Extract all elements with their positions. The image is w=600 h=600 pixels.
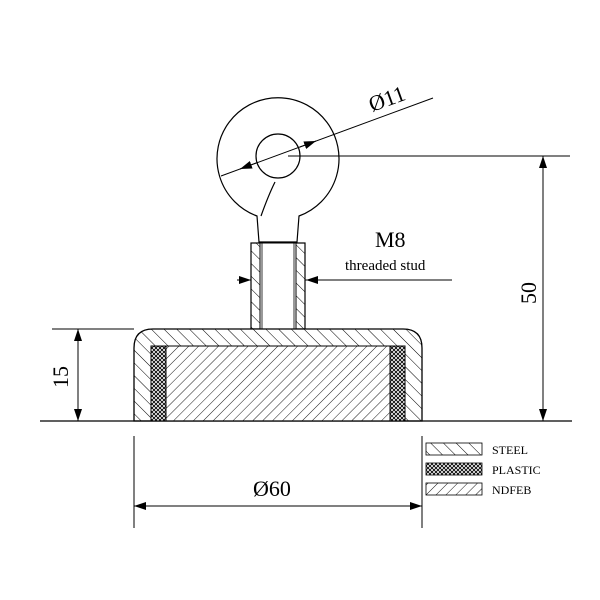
svg-text:PLASTIC: PLASTIC	[492, 463, 541, 477]
total-height-dimension: 50	[288, 155, 570, 421]
legend-item-plastic: PLASTIC	[425, 462, 541, 477]
plastic-ring-right	[389, 345, 406, 422]
base-diameter-dimension: Ø60	[133, 436, 423, 528]
eye-diameter-label: Ø11	[365, 81, 408, 117]
base-height-label: 15	[48, 366, 73, 388]
thread-dimension: M8 threaded stud	[237, 227, 452, 284]
svg-text:STEEL: STEEL	[492, 443, 528, 457]
legend-item-steel: STEEL	[425, 442, 528, 457]
plastic-ring-left	[150, 345, 167, 422]
base-height-dimension: 15	[48, 328, 134, 421]
thread-note-label: threaded stud	[345, 258, 426, 274]
thread-size-label: M8	[375, 227, 406, 252]
ndfeb-magnet-core	[165, 345, 391, 422]
total-height-label: 50	[516, 282, 541, 304]
eye-diameter-dimension: Ø11	[220, 81, 434, 177]
threaded-stud	[250, 242, 306, 330]
base-diameter-label: Ø60	[253, 476, 291, 501]
magnet-base	[133, 328, 423, 422]
eye-bolt	[216, 97, 340, 243]
legend-item-ndfeb: NDFEB	[425, 482, 531, 497]
svg-text:NDFEB: NDFEB	[492, 483, 531, 497]
material-legend: STEEL PLASTIC NDFEB	[425, 442, 541, 497]
